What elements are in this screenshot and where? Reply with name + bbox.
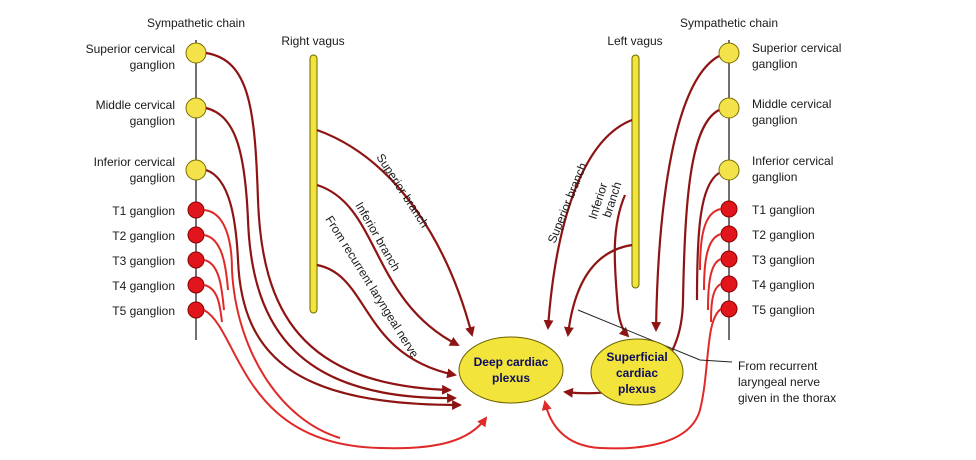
right-superior-cervical-label-2: ganglion (752, 57, 797, 71)
left-inferior-cervical-ganglion (185, 159, 207, 181)
right-sympathetic-chain (718, 40, 740, 340)
left-middle-cervical-cardiac-nerve (205, 106, 457, 404)
deep-cardiac-plexus (458, 336, 564, 404)
left-t2-label: T2 ganglion (112, 229, 175, 243)
right-t1-cardiac-nerve (699, 208, 722, 271)
right-t3-ganglion (720, 250, 738, 268)
superficial-cardiac-plexus-label-2: cardiac (616, 366, 658, 380)
left-t5-label: T5 ganglion (112, 304, 175, 318)
left-middle-cervical-ganglion (185, 97, 207, 119)
right-thoracic-cardiac-nerves (541, 208, 722, 450)
right-t5-cardiac-nerve (541, 308, 722, 450)
left-superior-cervical-label-2: ganglion (130, 58, 175, 72)
recurrent-note-line-3: given in the thorax (738, 391, 836, 405)
right-superior-cervical-label-1: Superior cervical (752, 41, 841, 55)
right-t2-label: T2 ganglion (752, 228, 815, 242)
right-vagus-nerve (309, 54, 318, 314)
left-sympathetic-chain (185, 40, 207, 340)
left-t4-ganglion (187, 276, 205, 294)
right-t2-cardiac-nerve (703, 233, 722, 291)
right-vagus-inferior-branch (316, 183, 460, 346)
left-vagus-inferior-branch (613, 194, 630, 338)
left-superior-cervical-label-1: Superior cervical (86, 42, 175, 56)
right-inferior-cervical-label-1: Inferior cervical (752, 154, 833, 168)
right-t4-ganglion (720, 275, 738, 293)
left-t5-ganglion (187, 301, 205, 319)
right-superior-branch-label-group: Superior branch (373, 151, 431, 230)
right-chain-title: Sympathetic chain (680, 16, 778, 30)
left-t2-cardiac-nerve (203, 234, 229, 291)
left-middle-cervical-label-1: Middle cervical (96, 98, 175, 112)
right-t3-label: T3 ganglion (752, 253, 815, 267)
left-chain-title: Sympathetic chain (147, 16, 245, 30)
right-superior-branch-label: Superior branch (373, 151, 431, 230)
right-t1-ganglion (720, 200, 738, 218)
left-vagus-nerve (631, 54, 640, 289)
right-t2-ganglion (720, 225, 738, 243)
superficial-cardiac-plexus-label-3: plexus (618, 382, 656, 396)
left-t3-ganglion (187, 251, 205, 269)
left-t3-label: T3 ganglion (112, 254, 175, 268)
right-t4-cardiac-nerve (710, 283, 722, 323)
left-cervical-cardiac-nerves (205, 51, 462, 410)
left-inferior-cervical-label-2: ganglion (130, 171, 175, 185)
deep-cardiac-plexus-label-2: plexus (492, 371, 530, 385)
left-thoracic-trunk (231, 269, 341, 439)
left-inferior-cervical-label-1: Inferior cervical (94, 155, 175, 169)
left-t1-label: T1 ganglion (112, 204, 175, 218)
left-t3-cardiac-nerve (203, 259, 225, 311)
left-t2-ganglion (187, 226, 205, 244)
left-superior-branch-label-group: Superior branch (545, 161, 590, 245)
left-middle-cervical-label-2: ganglion (130, 114, 175, 128)
right-superior-cervical-ganglion (718, 42, 740, 64)
recurrent-note-line-1: From recurrent (738, 359, 818, 373)
left-vagus-title: Left vagus (607, 34, 662, 48)
right-inferior-cervical-ganglion (718, 159, 740, 181)
left-superior-branch-label: Superior branch (545, 161, 590, 245)
right-t5-ganglion (720, 300, 738, 318)
left-vagus-superior-branch (543, 118, 633, 330)
deep-cardiac-plexus-label-1: Deep cardiac (474, 355, 549, 369)
left-inferior-cervical-cardiac-nerve-r (695, 172, 720, 301)
left-superior-cervical-ganglion (185, 42, 207, 64)
left-inferior-cervical-cardiac-nerve (205, 168, 462, 410)
left-cardiac-branch-to-deep (564, 243, 633, 337)
left-t1-ganglion (187, 201, 205, 219)
right-middle-cervical-ganglion (718, 97, 740, 119)
right-inferior-cervical-label-2: ganglion (752, 170, 797, 184)
superficial-cardiac-plexus-label-1: Superficial (606, 350, 667, 364)
left-t4-label: T4 ganglion (112, 279, 175, 293)
right-middle-cervical-label-2: ganglion (752, 113, 797, 127)
recurrent-note-leader (577, 309, 733, 363)
right-vagus-title: Right vagus (281, 34, 344, 48)
right-t5-label: T5 ganglion (752, 303, 815, 317)
left-t4-cardiac-nerve (203, 284, 223, 323)
right-recurrent-laryngeal-branch (316, 263, 457, 379)
right-t4-label: T4 ganglion (752, 278, 815, 292)
right-t3-cardiac-nerve (707, 258, 722, 311)
right-vagus-superior-branch (316, 128, 475, 337)
recurrent-note-line-2: laryngeal nerve (738, 375, 820, 389)
left-superior-cervical-cardiac-nerve-r (651, 55, 720, 332)
right-middle-cervical-label-1: Middle cervical (752, 97, 831, 111)
left-t1-cardiac-nerve (203, 209, 233, 271)
right-t1-label: T1 ganglion (752, 203, 815, 217)
left-t5-cardiac-nerve (203, 309, 488, 450)
left-superior-cervical-cardiac-nerve (205, 51, 452, 395)
superficial-cardiac-plexus (590, 338, 684, 406)
left-thoracic-cardiac-nerves (203, 209, 488, 450)
